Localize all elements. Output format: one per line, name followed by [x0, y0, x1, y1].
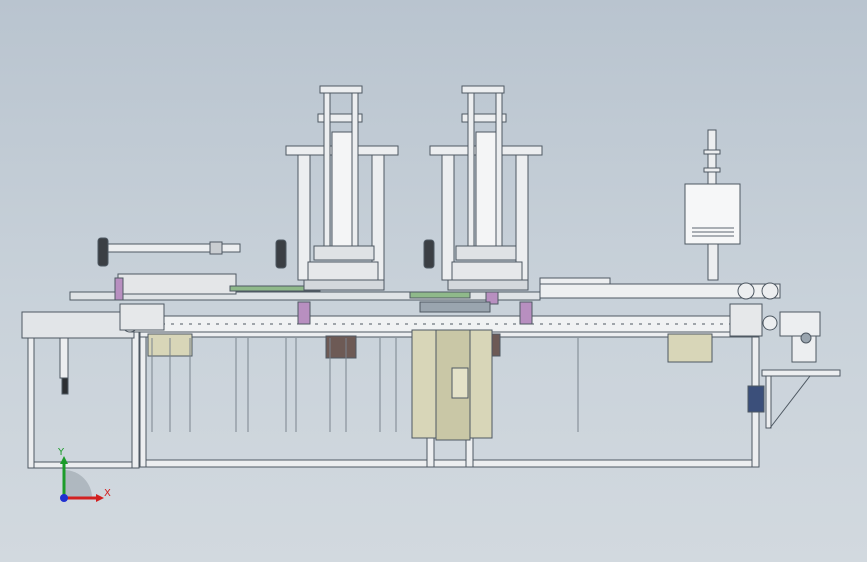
- drive-gears: [97, 237, 435, 269]
- z-axis-dot: [60, 494, 68, 502]
- conveyor-beam: [21, 303, 778, 339]
- left-cylinder: [59, 337, 69, 395]
- accent-rails: [114, 277, 533, 325]
- y-axis-label: Y: [57, 447, 65, 458]
- y-axis-arrow: [60, 456, 68, 464]
- center-cabinet: [411, 329, 493, 441]
- x-axis-arrow: [96, 494, 104, 502]
- x-axis-label: X: [104, 488, 111, 499]
- inspection-tower: [684, 129, 741, 281]
- coordinate-triad-icon: Y X: [57, 447, 111, 502]
- right-end-unit: [747, 311, 821, 413]
- press-unit-left: [285, 85, 399, 359]
- upper-conveyor: [69, 243, 781, 301]
- hanging-rods: [151, 338, 579, 432]
